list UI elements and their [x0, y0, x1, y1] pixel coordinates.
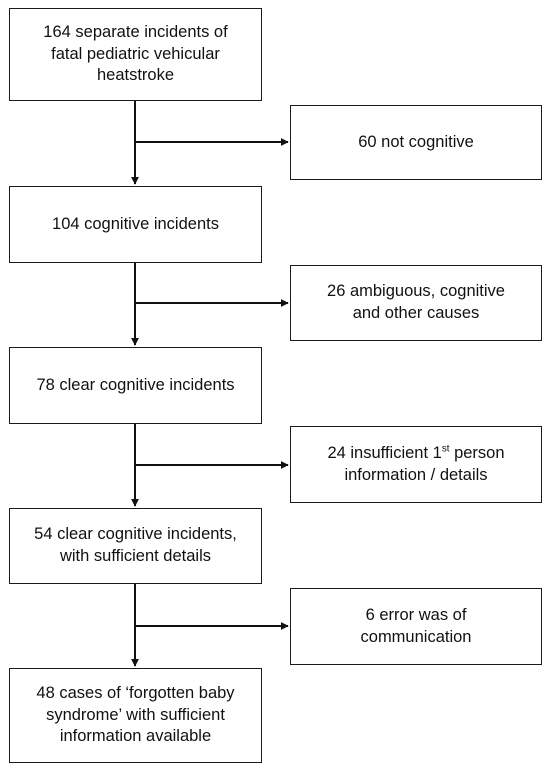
exclusion-box-4: 6 error was of communication — [290, 588, 542, 665]
step-box-3: 78 clear cognitive incidents — [9, 347, 262, 424]
step-box-5: 48 cases of ‘forgotten baby syndrome’ wi… — [9, 668, 262, 763]
step-box-2: 104 cognitive incidents — [9, 186, 262, 263]
step-4-line-2: with sufficient details — [59, 547, 211, 565]
step-1-line-3: heatstroke — [96, 66, 175, 85]
step-2-line-1: 104 cognitive incidents — [52, 214, 219, 233]
exclusion-4-line-2: communication — [360, 627, 472, 646]
step-5-line-2: syndrome’ with sufficient — [46, 705, 225, 724]
exclusion-box-3: 24 insufficient 1st person information /… — [290, 426, 542, 503]
step-4-line-1: 54 clear cognitive incidents, — [34, 525, 237, 544]
exclusion-box-2: 26 ambiguous, cognitive and other causes — [290, 265, 542, 341]
step-1-line-2: fatal pediatric vehicular — [51, 44, 220, 63]
exclusion-box-1: 60 not cognitive — [290, 105, 542, 180]
step-1-line-1: 164 separate incidents of — [43, 22, 228, 41]
exclusion-3-line-1-post: person — [449, 443, 505, 462]
step-3-line-1: 78 clear cognitive incidents — [36, 375, 235, 394]
step-5-line-1: 48 cases of ‘forgotten baby — [36, 683, 235, 702]
exclusion-3-line-2: information / details — [344, 465, 488, 484]
step-box-4: 54 clear cognitive incidents, with suffi… — [9, 508, 262, 584]
exclusion-2-line-2: and other causes — [352, 304, 480, 322]
exclusion-2-line-1: 26 ambiguous, cognitive — [327, 282, 505, 301]
exclusion-4-line-1: 6 error was of — [365, 605, 467, 624]
exclusion-3-ordinal-suffix: st — [441, 443, 450, 455]
exclusion-1-line-1: 60 not cognitive — [358, 132, 474, 151]
exclusion-3-line-1: 24 insufficient 1st person — [327, 444, 504, 462]
step-5-line-3: information available — [59, 727, 212, 746]
exclusion-3-line-1-pre: 24 insufficient 1 — [327, 443, 442, 462]
step-box-1: 164 separate incidents of fatal pediatri… — [9, 8, 262, 101]
